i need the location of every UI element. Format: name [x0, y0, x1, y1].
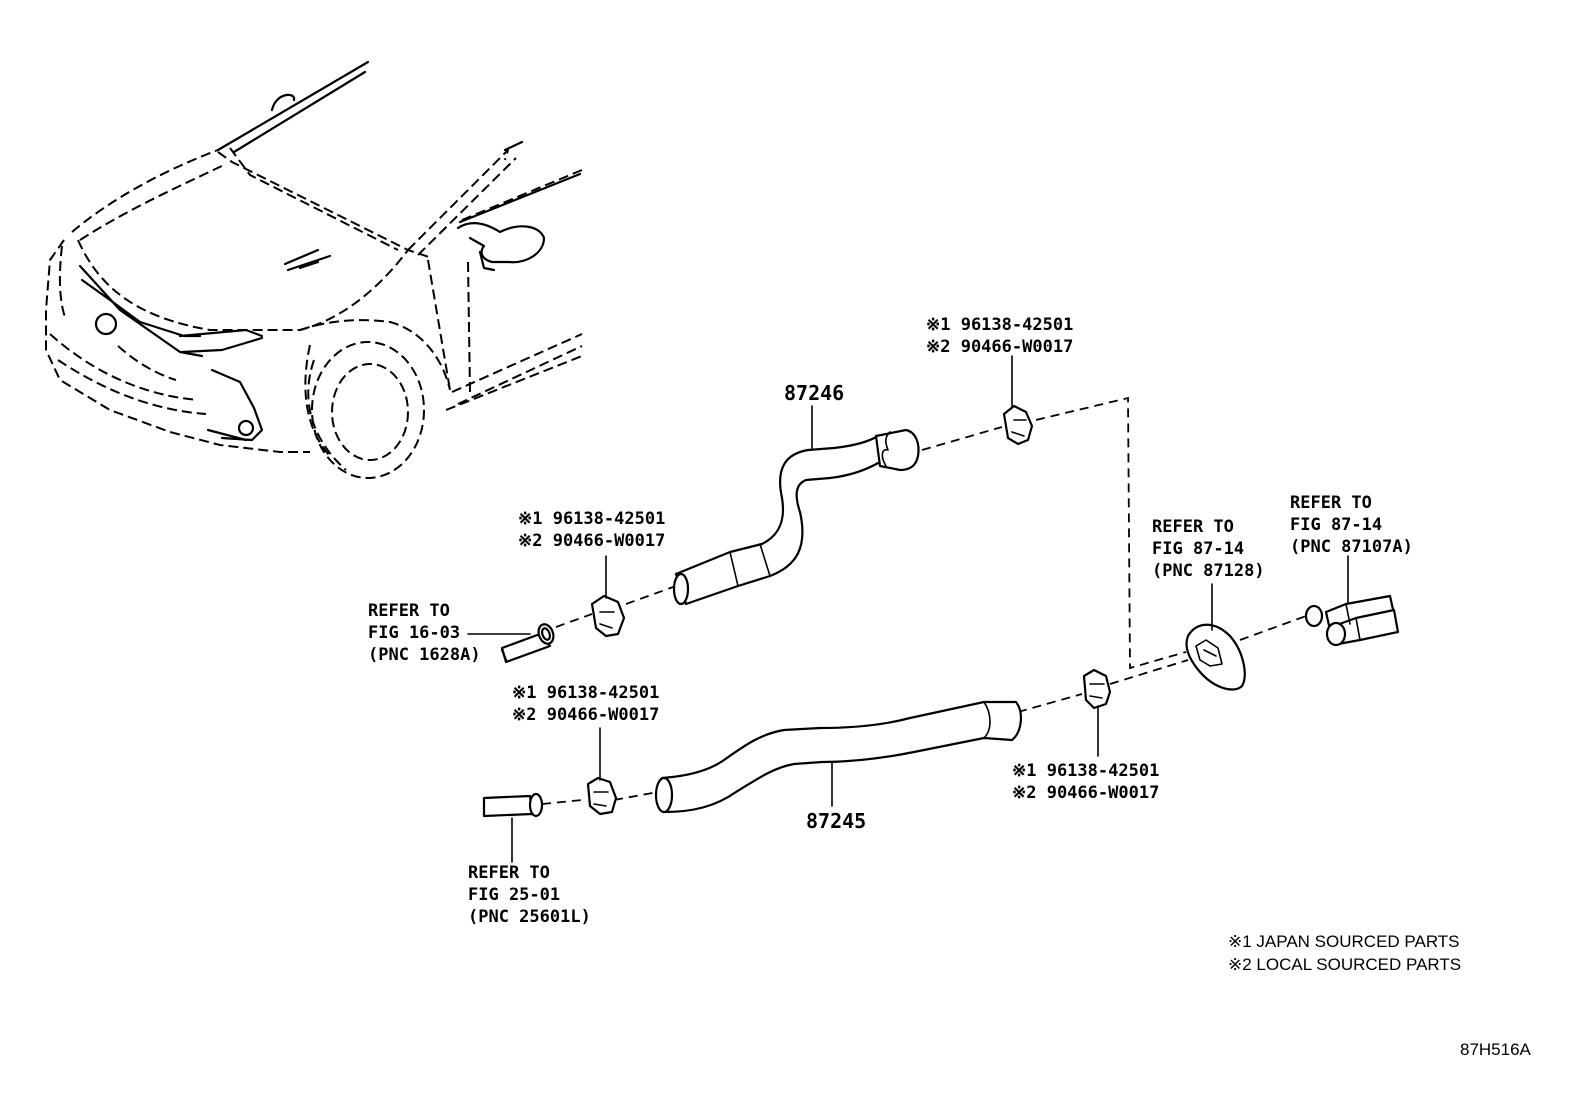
clip-callout-lower-left: ※1 96138-42501 ※2 90466-W0017	[512, 683, 659, 725]
ref-line-2: FIG 16-03	[368, 623, 460, 643]
ref-fig-16-03[interactable]: REFER TO FIG 16-03 (PNC 1628A)	[368, 601, 481, 665]
clamp-upper-right[interactable]	[1002, 404, 1034, 446]
legend-note-1: ※1 JAPAN SOURCED PARTS	[1228, 932, 1460, 951]
vehicle-illustration	[45, 60, 583, 479]
ref-line-2: FIG 25-01	[468, 885, 560, 905]
ref-fig-87-14-pnc-87128[interactable]: REFER TO FIG 87-14 (PNC 87128)	[1152, 517, 1265, 581]
ref-line-2: FIG 87-14	[1290, 515, 1382, 535]
ref-line-1: REFER TO	[468, 863, 550, 883]
callout-line-2: ※2 90466-W0017	[926, 337, 1073, 357]
ref-line-1: REFER TO	[368, 601, 450, 621]
callout-line-1: ※1 96138-42501	[926, 315, 1073, 335]
connector-pipes-87107A	[1304, 594, 1400, 647]
clip-callout-lower-right: ※1 96138-42501 ※2 90466-W0017	[1012, 761, 1159, 803]
clamp-lower-right[interactable]	[1082, 668, 1112, 710]
ref-line-3: (PNC 1628A)	[368, 645, 481, 665]
pipe-fig-25-01	[482, 792, 544, 818]
ref-fig-87-14-pnc-87107a[interactable]: REFER TO FIG 87-14 (PNC 87107A)	[1290, 493, 1413, 557]
leader-lines	[467, 355, 1349, 863]
ref-line-3: (PNC 25601L)	[468, 907, 591, 927]
lower-hose-87245[interactable]	[654, 700, 1022, 814]
callout-line-2: ※2 90466-W0017	[1012, 783, 1159, 803]
ref-line-1: REFER TO	[1290, 493, 1372, 513]
callout-line-1: ※1 96138-42501	[512, 683, 659, 703]
grommet-87128	[1185, 623, 1246, 691]
part-number-87245: 87245	[806, 809, 866, 833]
callout-line-2: ※2 90466-W0017	[512, 705, 659, 725]
diagram-code: 87H516A	[1460, 1040, 1532, 1059]
pipe-fig-16-03	[500, 623, 555, 664]
callout-line-2: ※2 90466-W0017	[518, 531, 665, 551]
legend-note-2: ※2 LOCAL SOURCED PARTS	[1228, 955, 1461, 974]
clamp-upper-left[interactable]	[590, 594, 626, 638]
callout-line-1: ※1 96138-42501	[518, 509, 665, 529]
ref-line-3: (PNC 87107A)	[1290, 537, 1413, 557]
upper-hose-87246[interactable]	[672, 428, 920, 606]
assembly-centerlines	[541, 396, 1307, 805]
clip-callout-upper-right: ※1 96138-42501 ※2 90466-W0017	[926, 315, 1073, 357]
ref-line-3: (PNC 87128)	[1152, 561, 1265, 581]
ref-fig-25-01[interactable]: REFER TO FIG 25-01 (PNC 25601L)	[468, 863, 591, 927]
ref-line-1: REFER TO	[1152, 517, 1234, 537]
callout-line-1: ※1 96138-42501	[1012, 761, 1159, 781]
sourcing-legend: ※1 JAPAN SOURCED PARTS ※2 LOCAL SOURCED …	[1228, 932, 1461, 974]
ref-line-2: FIG 87-14	[1152, 539, 1244, 559]
part-number-87246: 87246	[784, 381, 844, 405]
clamp-lower-left[interactable]	[586, 776, 618, 816]
clip-callout-upper-left: ※1 96138-42501 ※2 90466-W0017	[518, 509, 665, 551]
